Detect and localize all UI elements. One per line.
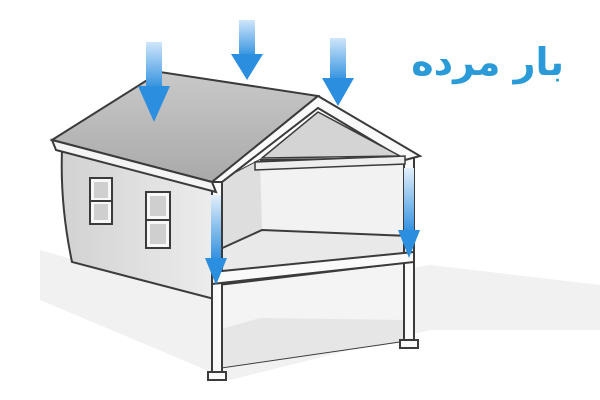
load-arrow-wall-right (398, 168, 420, 258)
window-right (145, 191, 171, 249)
roof-eave (50, 138, 218, 194)
attic-space (259, 111, 403, 159)
floor-beam (211, 250, 415, 286)
load-arrow-roof-left (138, 42, 170, 122)
upper-interior-side (218, 160, 262, 250)
load-arrow-top-center (231, 20, 263, 80)
window-left (89, 177, 113, 225)
lower-floor (218, 318, 410, 368)
diagram-title: بار مرده (411, 40, 564, 84)
attic-floor (254, 155, 406, 171)
load-arrow-roof-right (322, 38, 354, 106)
foundation-left (207, 371, 227, 381)
load-arrow-wall-left (205, 195, 227, 285)
foundation-right (399, 339, 419, 349)
